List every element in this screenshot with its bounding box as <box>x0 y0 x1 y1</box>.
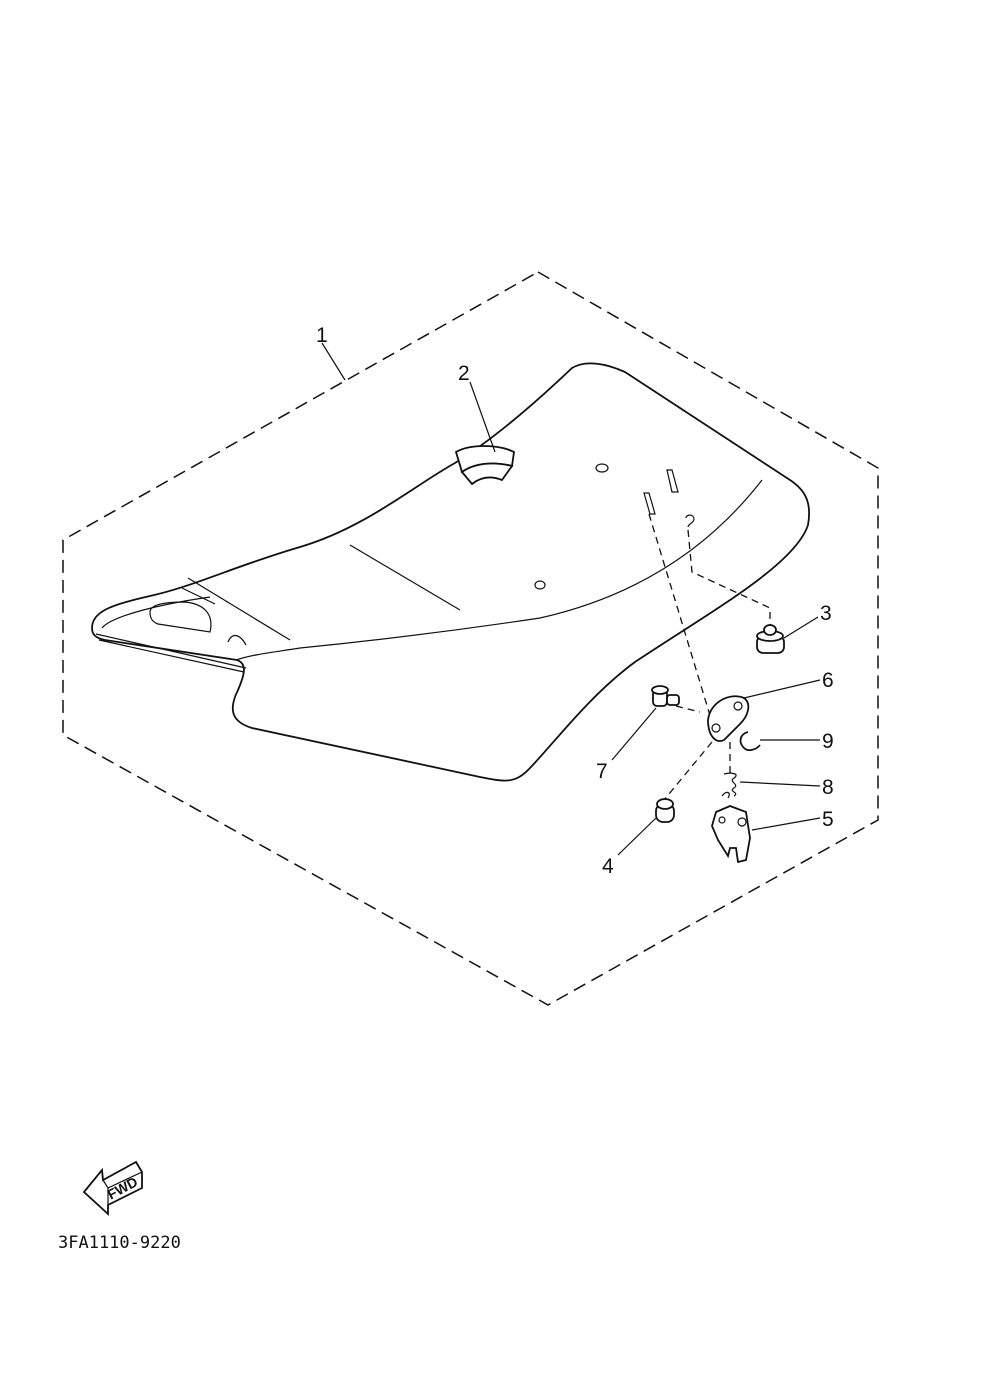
callout-1: 1 <box>316 324 328 347</box>
leader-lines <box>321 342 821 856</box>
callout-9: 9 <box>822 730 834 753</box>
part-8-spring <box>721 772 737 799</box>
forward-arrow-icon: FWD <box>82 1160 143 1217</box>
callout-5: 5 <box>822 808 834 831</box>
callout-8: 8 <box>822 776 834 799</box>
part-7-bolt <box>651 685 680 707</box>
part-9-clip <box>739 731 761 752</box>
installation-lines <box>648 513 771 801</box>
seat <box>91 362 810 782</box>
callout-6: 6 <box>822 669 834 692</box>
callout-4: 4 <box>602 855 614 878</box>
part-5-lock-hook <box>711 805 751 864</box>
part-2-strap <box>454 445 515 486</box>
callout-7: 7 <box>596 760 608 783</box>
diagram-code: 3FA1110-9220 <box>58 1233 181 1253</box>
part-3-damper <box>756 624 785 654</box>
assembly-boundary <box>62 271 879 1006</box>
part-4-grommet <box>655 798 675 823</box>
callout-2: 2 <box>458 362 470 385</box>
part-6-plate <box>707 695 750 742</box>
callout-3: 3 <box>820 602 832 625</box>
